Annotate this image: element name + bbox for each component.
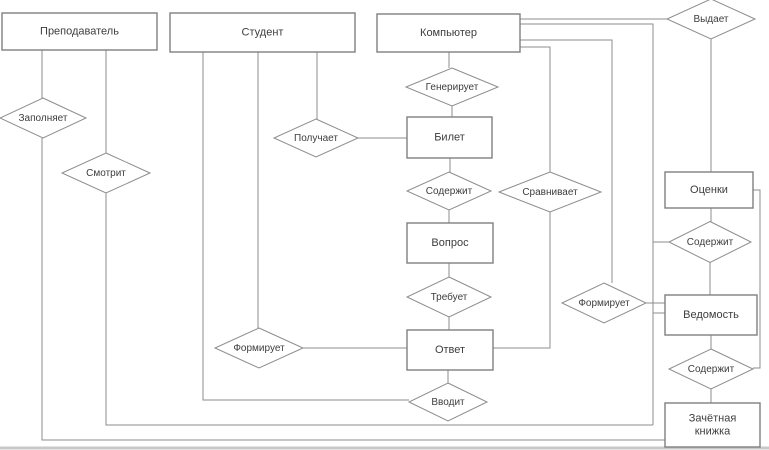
entity-student (169, 12, 356, 53)
relation-sravnivaet (497, 171, 603, 213)
relation-zapolnyaet (0, 97, 88, 139)
relation-vvodit (407, 382, 489, 422)
entity-prepodavatel (1, 12, 158, 51)
relation-smotrit-label: Смотрит (86, 168, 126, 179)
entity-zachetnaya-knizhka (664, 402, 761, 448)
relation-generiruet-label: Генерирует (426, 82, 479, 93)
entity-otsenki (664, 171, 754, 209)
entity-vopros-label: Вопрос (431, 237, 469, 249)
relation-formiruet-vedomost (560, 282, 648, 324)
relation-vydaet-label: Выдает (693, 14, 728, 25)
relation-poluchaet-label: Получает (294, 133, 338, 144)
relation-generiruet (404, 67, 500, 107)
entity-prepodavatel-label: Преподаватель (40, 26, 119, 38)
connector-smotrit-to-vedomost-bus (105, 193, 653, 426)
connector-komputer-to-sravnivaet (520, 46, 551, 172)
relation-vydaet (665, 0, 757, 40)
relation-vvodit-label: Вводит (431, 397, 465, 408)
entity-komputer (376, 13, 521, 53)
connector-komputer-vedomost-bus (520, 23, 654, 425)
entity-otsenki-label: Оценки (690, 184, 728, 196)
relation-formiruet-otvet (213, 327, 305, 369)
connector-student-to-vvodit (202, 52, 409, 401)
relation-trebuet-label: Требует (431, 291, 468, 303)
connector-sravnivaet-to-otvet (493, 212, 551, 349)
relation-formiruet-otvet-label: Формирует (233, 343, 285, 354)
entity-komputer-label: Компьютер (420, 27, 477, 39)
entity-bilet-label: Билет (434, 132, 465, 144)
entity-otvet-label: Ответ (435, 344, 465, 356)
relation-poluchaet (272, 118, 360, 158)
connector-komputer-to-formiruet-vedomost (520, 39, 613, 283)
relation-soderzhit-bilet (405, 171, 493, 211)
relation-trebuet (405, 276, 493, 318)
relation-soderzhit-otsenki-label: Содержит (687, 237, 734, 248)
relation-formiruet-vedomost-label: Формирует (578, 298, 630, 309)
connector-zapolnyaet-to-zachetnaya-knizhka (41, 138, 665, 441)
connector-otsenki-to-soderzhit-knizhka (753, 189, 761, 369)
relation-sravnivaet-label: Сравнивает (522, 187, 578, 198)
relation-soderzhit-knizhka (667, 348, 755, 390)
entity-otvet (406, 329, 494, 371)
relation-smotrit (60, 152, 152, 194)
relation-zapolnyaet-label: Заполняет (19, 113, 68, 124)
entity-vedomost (664, 294, 758, 336)
entity-vopros (406, 222, 494, 264)
entity-bilet (406, 116, 493, 159)
relation-soderzhit-otsenki (667, 220, 753, 264)
relation-soderzhit-knizhka-label: Содержит (688, 364, 735, 375)
relation-soderzhit-bilet-label: Содержит (426, 186, 473, 197)
entity-student-label: Студент (242, 27, 284, 39)
entity-vedomost-label: Ведомость (683, 309, 739, 321)
